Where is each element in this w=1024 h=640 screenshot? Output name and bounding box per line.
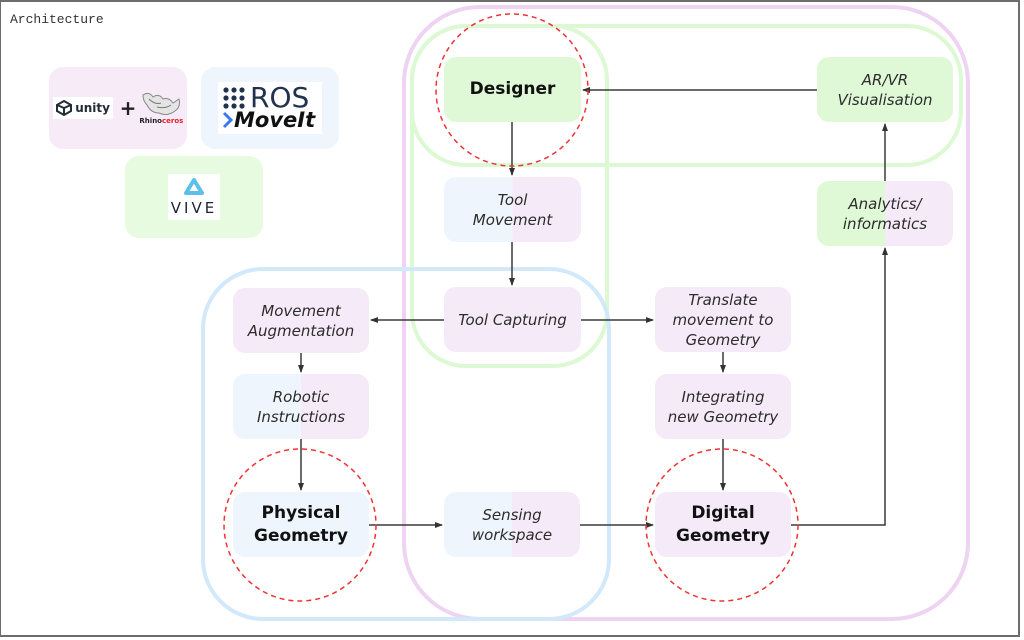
group-digital (402, 5, 970, 621)
group-physical (201, 267, 611, 621)
node-integrating-geometry-line1: Integrating (681, 387, 765, 406)
node-physical-geometry-line2: Geometry (254, 525, 348, 546)
node-arvr[interactable]: AR/VR Visualisation (817, 57, 953, 122)
plus-icon: + (119, 96, 137, 120)
ros-wordmark: ROS (250, 81, 310, 114)
node-robotic-instructions-line1: Robotic (272, 387, 330, 406)
node-arvr-line1: AR/VR (861, 70, 909, 89)
node-sensing-workspace-line2: workspace (471, 525, 553, 544)
node-sensing-workspace[interactable]: Sensing workspace (444, 492, 580, 557)
node-tool-capturing[interactable]: Tool Capturing (444, 287, 581, 352)
vive-wordmark: VIVE (170, 198, 218, 217)
vive-logo-card: VIVE (125, 156, 263, 238)
node-arvr-line2: Visualisation (837, 90, 933, 109)
node-designer-label: Designer (469, 79, 556, 99)
rhino-logo: Rhinoceros (139, 91, 183, 126)
node-designer[interactable]: Designer (444, 57, 581, 122)
ros-moveit-logo-card: ROS MoveIt (201, 67, 339, 149)
node-digital-geometry-line2: Geometry (676, 525, 770, 546)
moveit-wordmark: MoveIt (234, 108, 316, 132)
node-integrating-geometry[interactable]: Integrating new Geometry (655, 374, 791, 439)
rhino-wordmark-b: ceros (162, 116, 184, 125)
unity-rhino-logo-card: unity + Rhinoceros (49, 67, 187, 149)
ros-dots-icon (223, 87, 245, 109)
node-tool-movement-line1: Tool (497, 190, 528, 209)
node-translate-movement-line1: Translate (688, 290, 758, 309)
page-title: Architecture (10, 12, 104, 27)
node-movement-augmentation-line2: Augmentation (247, 321, 355, 340)
node-physical-geometry-line1: Physical (261, 502, 341, 523)
unity-logo: unity (52, 97, 113, 119)
rhino-head-icon (142, 92, 181, 115)
rhino-wordmark-a: Rhino (139, 116, 162, 125)
node-digital-geometry-line1: Digital (691, 502, 755, 523)
node-robotic-instructions-line2: Instructions (256, 407, 346, 426)
node-digital-geometry[interactable]: Digital Geometry (655, 492, 791, 557)
node-analytics[interactable]: Analytics/ informatics (817, 181, 953, 246)
node-tool-movement[interactable]: Tool Movement (444, 177, 581, 242)
node-translate-movement-line3: Geometry (685, 330, 761, 349)
node-movement-augmentation[interactable]: Movement Augmentation (233, 288, 369, 353)
unity-wordmark: unity (75, 101, 110, 115)
vive-triangle-icon (184, 177, 204, 195)
node-movement-augmentation-line1: Movement (261, 301, 341, 320)
node-integrating-geometry-line2: new Geometry (667, 407, 779, 426)
moveit-chevron-icon (222, 111, 234, 129)
node-translate-movement[interactable]: Translate movement to Geometry (655, 287, 791, 352)
node-tool-capturing-label: Tool Capturing (458, 310, 567, 329)
node-translate-movement-line2: movement to (672, 310, 774, 329)
node-analytics-line2: informatics (842, 214, 928, 233)
node-analytics-line1: Analytics/ (848, 194, 922, 213)
node-physical-geometry[interactable]: Physical Geometry (233, 492, 369, 557)
node-sensing-workspace-line1: Sensing (482, 505, 542, 524)
node-robotic-instructions[interactable]: Robotic Instructions (233, 374, 369, 439)
node-tool-movement-line2: Movement (472, 210, 553, 229)
unity-cube-icon (56, 100, 73, 116)
